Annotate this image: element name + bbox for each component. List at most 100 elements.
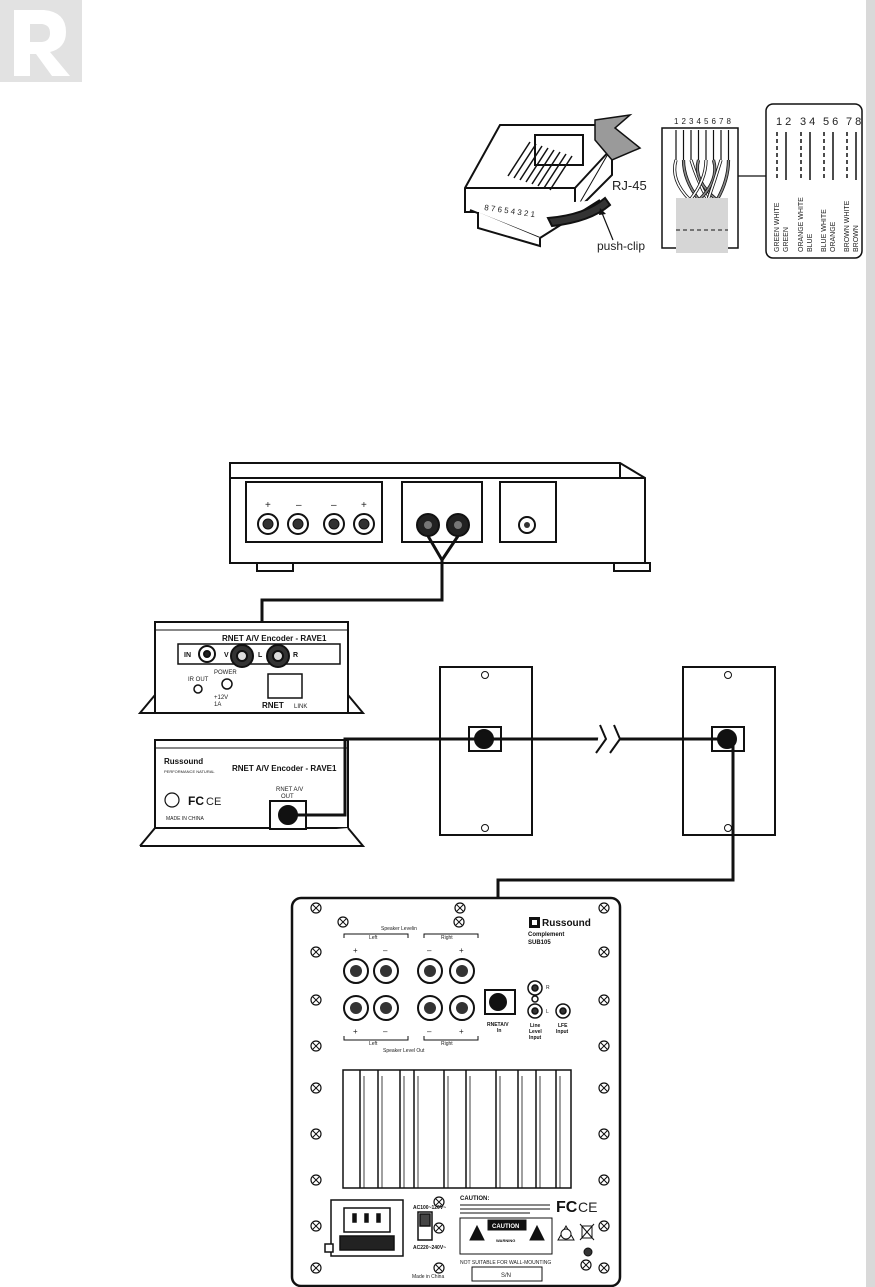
sub-ac-label-2: AC220~240V~ (413, 1245, 446, 1251)
encoder-back-unit (139, 739, 366, 847)
wire-color-brown-white: BROWN WHITE (844, 200, 851, 252)
sub-terminal-polarity: – (427, 1027, 432, 1036)
rj45-connector-wiring-view (661, 127, 739, 253)
sub-terminal-polarity: – (427, 946, 432, 955)
rj45-pin-number: 3 (689, 117, 694, 126)
screw-slot (600, 1222, 608, 1230)
sub-fc-mark: FC (556, 1199, 578, 1216)
rj45-plug-illustration (464, 113, 642, 248)
sub-out-left-label: Left (369, 1041, 378, 1047)
screw-slot (582, 1261, 590, 1269)
receiver-term-minus-1: – (296, 500, 302, 511)
sub-brand: Russound (542, 918, 591, 929)
wire-color-orange-white: ORANGE WHITE (798, 197, 805, 252)
sub-out-right-label: Right (441, 1041, 453, 1047)
sub-lfe-2: Input (556, 1029, 569, 1035)
encoder-link-label: LINK (294, 704, 307, 710)
sub-terminal-core (456, 1002, 468, 1014)
receiver-rear-panel (229, 462, 651, 572)
sub-lfe-1: LFE (558, 1023, 568, 1029)
sub-serial-label: S/N (501, 1273, 511, 1279)
screw-slot (600, 1264, 608, 1272)
rj45-pin-number: 1 (674, 117, 679, 126)
pin-pair-7-8: 7 8 (846, 116, 861, 128)
screw-slot (312, 1130, 320, 1138)
sub-line-l-label: L (546, 1009, 549, 1015)
screw-slot (600, 904, 608, 912)
receiver-speaker-terminals (257, 513, 375, 535)
sub-rnet-in-label-1: RNETA/V (487, 1022, 509, 1028)
push-clip-label: push-clip (597, 239, 645, 253)
sub-warning-label: WARNING (496, 1238, 515, 1243)
encoder-power-spec: +12V (214, 695, 228, 701)
sub-terminal-core (424, 965, 436, 977)
subwoofer-rnet-in-port (484, 989, 516, 1015)
sub-terminal-polarity: + (459, 1027, 464, 1036)
encoder-back-ce: CE (206, 796, 221, 808)
rj45-wire-core (682, 159, 700, 201)
encoder-back-title: RNET A/V Encoder - RAVE1 (232, 764, 337, 773)
screw-slot (456, 904, 464, 912)
rj45-pin-number: 4 (697, 117, 702, 126)
cable-encoder-to-wall-plate (288, 737, 475, 817)
rj45-wire-core (707, 159, 722, 201)
screw-slot (600, 1176, 608, 1184)
sub-line-r-label: R (546, 985, 550, 991)
encoder-front-unit (137, 621, 366, 714)
sub-speaker-level-out: Speaker Level Out (383, 1048, 425, 1054)
rj45-pin-number: 8 (727, 117, 732, 126)
rj45-wire-core (698, 159, 716, 201)
russound-logo-watermark (0, 0, 82, 82)
encoder-power-amp: 1A (214, 702, 221, 708)
encoder-back-out-label-1: RNET A/V (276, 787, 303, 793)
wire-color-green: GREEN (783, 227, 790, 252)
screw-slot (312, 1042, 320, 1050)
rj45-pin-number: 2 (682, 117, 687, 126)
screw-slot (600, 948, 608, 956)
page-edge-strip (866, 0, 875, 1287)
rj45-wire-core (690, 159, 709, 201)
receiver-term-plus-2: + (361, 500, 367, 511)
screw-slot (312, 1222, 320, 1230)
rj45-wire-core (689, 159, 707, 201)
screw-slot (339, 918, 347, 926)
sub-terminal-polarity: + (459, 946, 464, 955)
sub-rnet-in-label-2: In (497, 1028, 501, 1034)
rj45-label: RJ-45 (612, 178, 647, 193)
subwoofer-cert-icons (557, 1223, 595, 1257)
sub-speaker-levels-in: Speaker Levelin (381, 926, 417, 932)
push-clip-arrow (601, 212, 614, 241)
cable-break-symbol (595, 724, 622, 754)
screw-slot (312, 1264, 320, 1272)
receiver-term-plus-1: + (265, 500, 271, 511)
screw-slot (435, 1264, 443, 1272)
encoder-power-label: POWER (214, 670, 237, 676)
screw-slot (435, 1224, 443, 1232)
sub-in-right-label: Right (441, 935, 453, 941)
wire-color-blue-white: BLUE WHITE (821, 209, 828, 252)
sub-line-level-1: Line (530, 1023, 540, 1029)
sub-terminal-core (380, 1002, 392, 1014)
screw-slot (600, 996, 608, 1004)
encoder-ir-out-label: IR OUT (188, 677, 209, 683)
subwoofer-heatsink (342, 1069, 572, 1189)
screw-slot (312, 904, 320, 912)
sub-terminal-polarity: – (383, 1027, 388, 1036)
sub-line-level-2: Level (529, 1029, 542, 1035)
wire-color-blue: BLUE (807, 233, 814, 252)
sub-terminal-polarity: + (353, 1027, 358, 1036)
sub-terminal-core (424, 1002, 436, 1014)
wall-plate-left (439, 666, 533, 836)
pin-pair-1-2: 1 2 (776, 116, 791, 128)
sub-terminal-polarity: – (383, 946, 388, 955)
screw-slot (312, 948, 320, 956)
rj45-wire-core (696, 159, 718, 201)
receiver-term-minus-2: – (331, 500, 337, 511)
sub-in-left-label: Left (369, 935, 378, 941)
sub-not-wall-mounting: NOT SUITABLE FOR WALL-MOUNTING (460, 1260, 551, 1266)
wire-color-green-white: GREEN WHITE (774, 202, 781, 252)
rj45-pin-number: 5 (704, 117, 709, 126)
encoder-link-brand: RNET (262, 701, 284, 710)
encoder-in-label: IN (184, 652, 191, 659)
sub-brand-logo-icon (529, 917, 540, 928)
